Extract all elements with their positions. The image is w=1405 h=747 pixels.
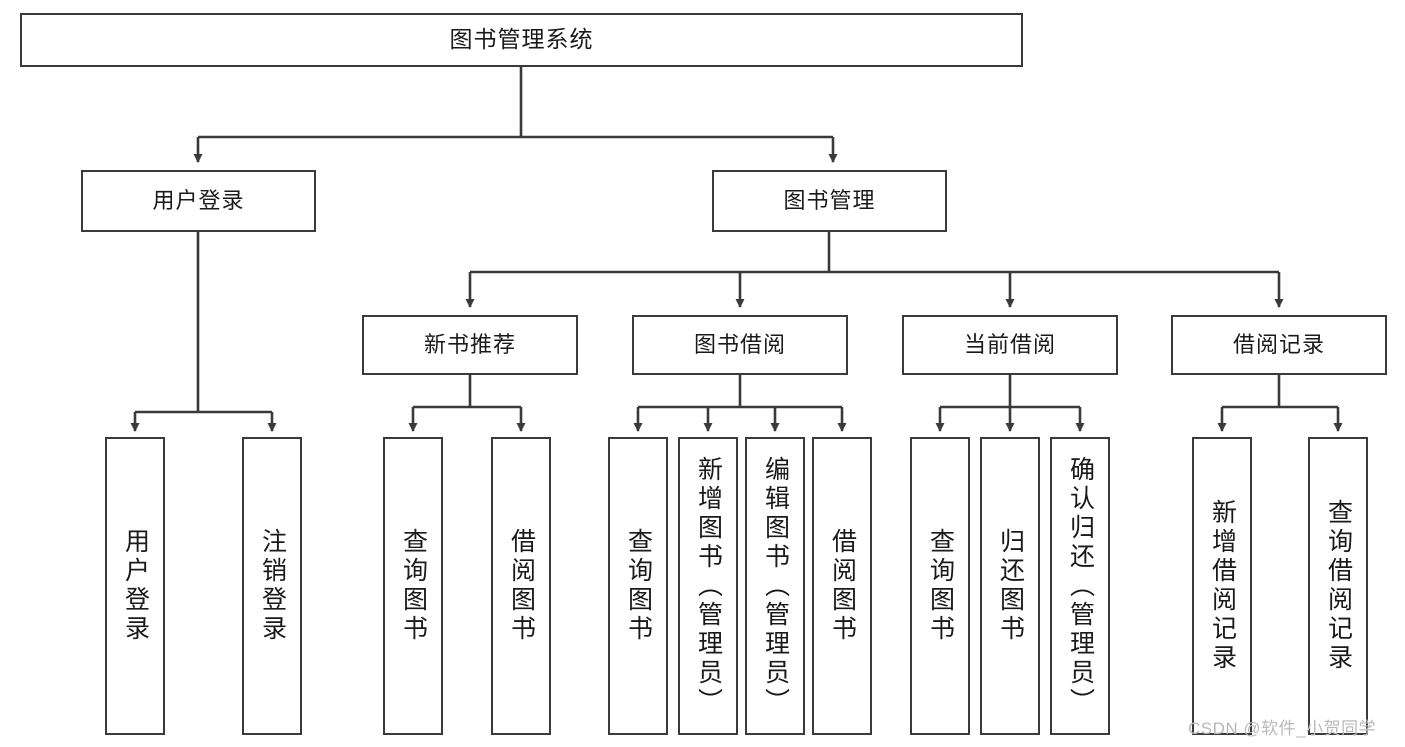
node-leaf-edit-book[interactable]: 编辑图书（管理员） xyxy=(745,437,805,735)
node-leaf-query-book-1[interactable]: 查询图书 xyxy=(383,437,443,735)
node-leaf-query-book-3[interactable]: 查询图书 xyxy=(910,437,970,735)
node-leaf-borrow-book-1[interactable]: 借阅图书 xyxy=(491,437,551,735)
node-leaf-confirm-return[interactable]: 确认归还（管理员） xyxy=(1050,437,1110,735)
node-leaf-add-book[interactable]: 新增图书（管理员） xyxy=(678,437,738,735)
node-leaf-query-book-2-label: 查询图书 xyxy=(624,528,653,644)
node-leaf-query-book-2[interactable]: 查询图书 xyxy=(608,437,668,735)
node-user-login[interactable]: 用户登录 xyxy=(81,170,316,232)
node-leaf-borrow-book-2-label: 借阅图书 xyxy=(828,528,857,644)
node-leaf-query-book-3-label: 查询图书 xyxy=(926,528,955,644)
node-current-borrow-label: 当前借阅 xyxy=(963,332,1056,358)
node-current-borrow[interactable]: 当前借阅 xyxy=(902,315,1118,375)
node-leaf-query-borrow-record-label: 查询借阅记录 xyxy=(1324,499,1353,673)
node-book-management[interactable]: 图书管理 xyxy=(712,170,947,232)
node-new-book-recommend-label: 新书推荐 xyxy=(423,332,516,358)
node-root-label: 图书管理系统 xyxy=(449,26,594,53)
node-leaf-logout-login[interactable]: 注销登录 xyxy=(242,437,302,735)
node-leaf-logout-login-label: 注销登录 xyxy=(258,528,287,644)
node-leaf-user-login-label: 用户登录 xyxy=(121,528,150,644)
node-leaf-return-book[interactable]: 归还图书 xyxy=(980,437,1040,735)
node-leaf-borrow-book-2[interactable]: 借阅图书 xyxy=(812,437,872,735)
node-leaf-add-borrow-record[interactable]: 新增借阅记录 xyxy=(1192,437,1252,735)
node-user-login-label: 用户登录 xyxy=(152,188,245,214)
node-leaf-query-book-1-label: 查询图书 xyxy=(399,528,428,644)
node-leaf-return-book-label: 归还图书 xyxy=(996,528,1025,644)
node-borrow-record-label: 借阅记录 xyxy=(1232,332,1325,358)
node-leaf-add-borrow-record-label: 新增借阅记录 xyxy=(1208,499,1237,673)
node-leaf-user-login[interactable]: 用户登录 xyxy=(105,437,165,735)
node-leaf-edit-book-label: 编辑图书（管理员） xyxy=(761,455,790,717)
node-book-borrow-label: 图书借阅 xyxy=(693,332,786,358)
node-book-borrow[interactable]: 图书借阅 xyxy=(632,315,848,375)
node-root[interactable]: 图书管理系统 xyxy=(20,13,1023,67)
node-leaf-borrow-book-1-label: 借阅图书 xyxy=(507,528,536,644)
node-borrow-record[interactable]: 借阅记录 xyxy=(1171,315,1387,375)
node-book-management-label: 图书管理 xyxy=(783,188,876,214)
watermark: CSDN @软件_小贺同学 xyxy=(1188,719,1377,738)
node-leaf-query-borrow-record[interactable]: 查询借阅记录 xyxy=(1308,437,1368,735)
node-leaf-add-book-label: 新增图书（管理员） xyxy=(694,455,723,717)
node-new-book-recommend[interactable]: 新书推荐 xyxy=(362,315,578,375)
node-leaf-confirm-return-label: 确认归还（管理员） xyxy=(1066,455,1095,717)
